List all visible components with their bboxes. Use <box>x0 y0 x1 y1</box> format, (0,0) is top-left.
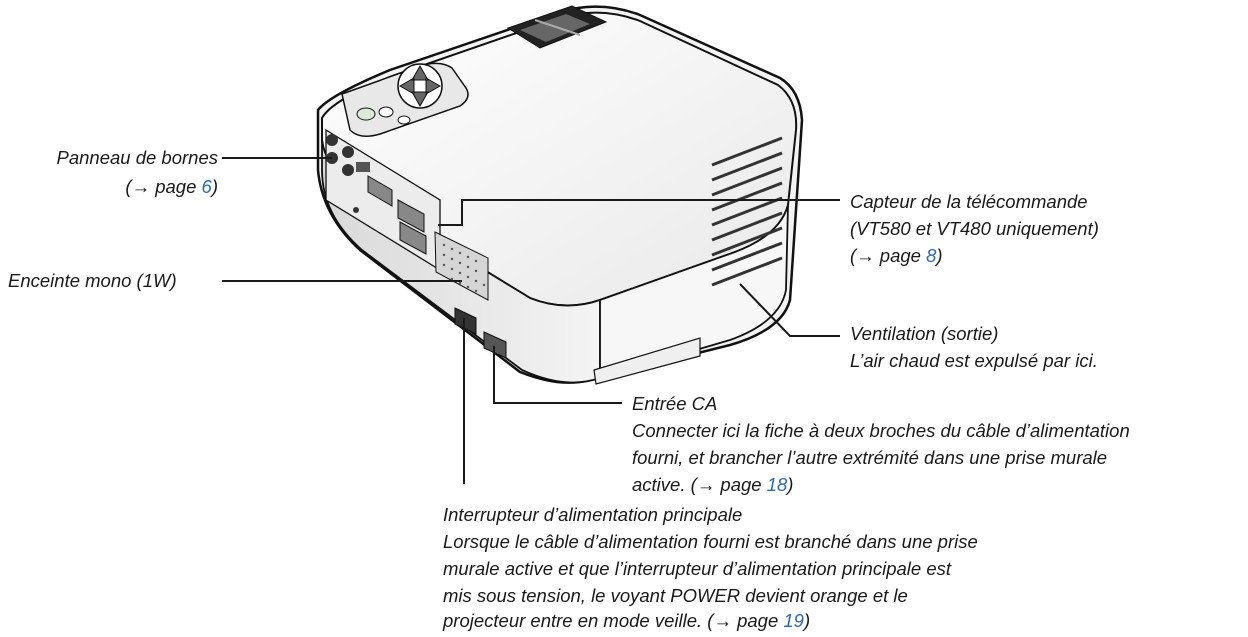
page-link-8[interactable]: 8 <box>926 245 937 266</box>
power-switch-and-ac-input <box>454 307 507 359</box>
remote-sensor-models: (VT580 et VT480 uniquement) <box>850 218 1099 239</box>
ventilation-slats <box>711 136 783 287</box>
ac-input-desc-2: fourni, et brancher l’autre extrémité da… <box>632 447 1108 468</box>
leader-lines <box>222 157 840 484</box>
terminal-panel-label: Panneau de bornes <box>0 146 219 170</box>
remote-sensor-title: Capteur de la télécommande <box>850 191 1088 212</box>
main-power-desc-3: mis sous tension, le voyant POWER devien… <box>443 585 908 606</box>
terminal-connectors <box>325 128 441 272</box>
page-link-19[interactable]: 19 <box>783 610 804 631</box>
lens-window <box>506 5 608 49</box>
remote-sensor-ref: (→ page 8) <box>850 245 943 266</box>
page-link-6[interactable]: 6 <box>201 176 212 197</box>
ac-input-desc-1: Connecter ici la fiche à deux broches du… <box>632 420 1130 441</box>
terminal-panel-title: Panneau de bornes <box>56 147 219 168</box>
ventilation-title: Ventilation (sortie) <box>850 323 999 344</box>
ac-input-desc-3: active. (→ page 18) <box>632 474 794 495</box>
speaker-label: Enceinte mono (1W) <box>8 270 177 291</box>
terminal-panel-ref: (→ page 6) <box>125 176 218 197</box>
ventilation-desc: L’air chaud est expulsé par ici. <box>850 350 1098 371</box>
main-power-desc-1: Lorsque le câble d’alimentation fourni e… <box>443 531 978 552</box>
bottom-cover <box>593 337 701 385</box>
control-panel <box>341 62 469 137</box>
main-power-desc-4: projecteur entre en mode veille. (→ page… <box>443 610 811 631</box>
speaker-grille <box>434 231 489 301</box>
page-link-18[interactable]: 18 <box>766 474 788 495</box>
main-power-desc-2: murale active et que l’interrupteur d’al… <box>443 558 951 579</box>
main-power-title: Interrupteur d’alimentation principale <box>443 504 743 525</box>
ac-input-title: Entrée CA <box>632 393 718 414</box>
